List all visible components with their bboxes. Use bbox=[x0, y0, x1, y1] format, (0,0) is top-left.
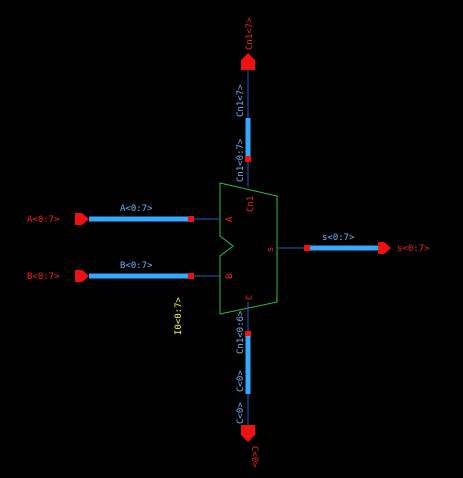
c-in-pin[interactable] bbox=[241, 425, 255, 442]
s-net-label: s<0:7> bbox=[322, 233, 355, 243]
s-out-pin[interactable] bbox=[378, 242, 391, 254]
a-net-label: A<0:7> bbox=[120, 204, 153, 214]
c-in-port-label: C<0> bbox=[249, 446, 259, 468]
cn1-out-port-label: Cn1<7> bbox=[245, 17, 255, 50]
c-upper-net-label: Cn1<0:6> bbox=[236, 310, 246, 354]
cn1-top-bus-end bbox=[245, 156, 251, 162]
s-out-port-label: s<0:7> bbox=[397, 244, 430, 254]
alu-body[interactable] bbox=[219, 182, 278, 315]
b-bus-end bbox=[188, 273, 194, 279]
s-bus-end bbox=[304, 245, 310, 251]
instance-label: I0<0:7> bbox=[174, 296, 184, 335]
c-lower2-net-label: C<0> bbox=[236, 402, 246, 424]
cn1-out-pin[interactable] bbox=[241, 53, 255, 70]
alu-pin-c-label: C bbox=[245, 295, 255, 300]
b-net-label: B<0:7> bbox=[120, 261, 153, 271]
a-in-port-label: A<0:7> bbox=[27, 215, 60, 225]
b-in-pin[interactable] bbox=[75, 270, 89, 282]
cn1-lower-net-label: Cn1<0:7> bbox=[236, 138, 246, 182]
alu-pin-a-label: A bbox=[225, 216, 235, 222]
cn1-upper-net-label: Cn1<7> bbox=[236, 84, 246, 117]
c-lower1-net-label: C<0> bbox=[236, 370, 246, 392]
alu-pin-s-label: s bbox=[266, 247, 276, 252]
b-in-port-label: B<0:7> bbox=[27, 272, 60, 282]
a-in-pin[interactable] bbox=[75, 213, 89, 225]
c-bottom-bus-end bbox=[245, 331, 251, 337]
alu-pin-b-label: B bbox=[225, 274, 235, 279]
alu-pin-cn1-label: Cn1 bbox=[246, 196, 256, 212]
a-bus-end bbox=[188, 216, 194, 222]
